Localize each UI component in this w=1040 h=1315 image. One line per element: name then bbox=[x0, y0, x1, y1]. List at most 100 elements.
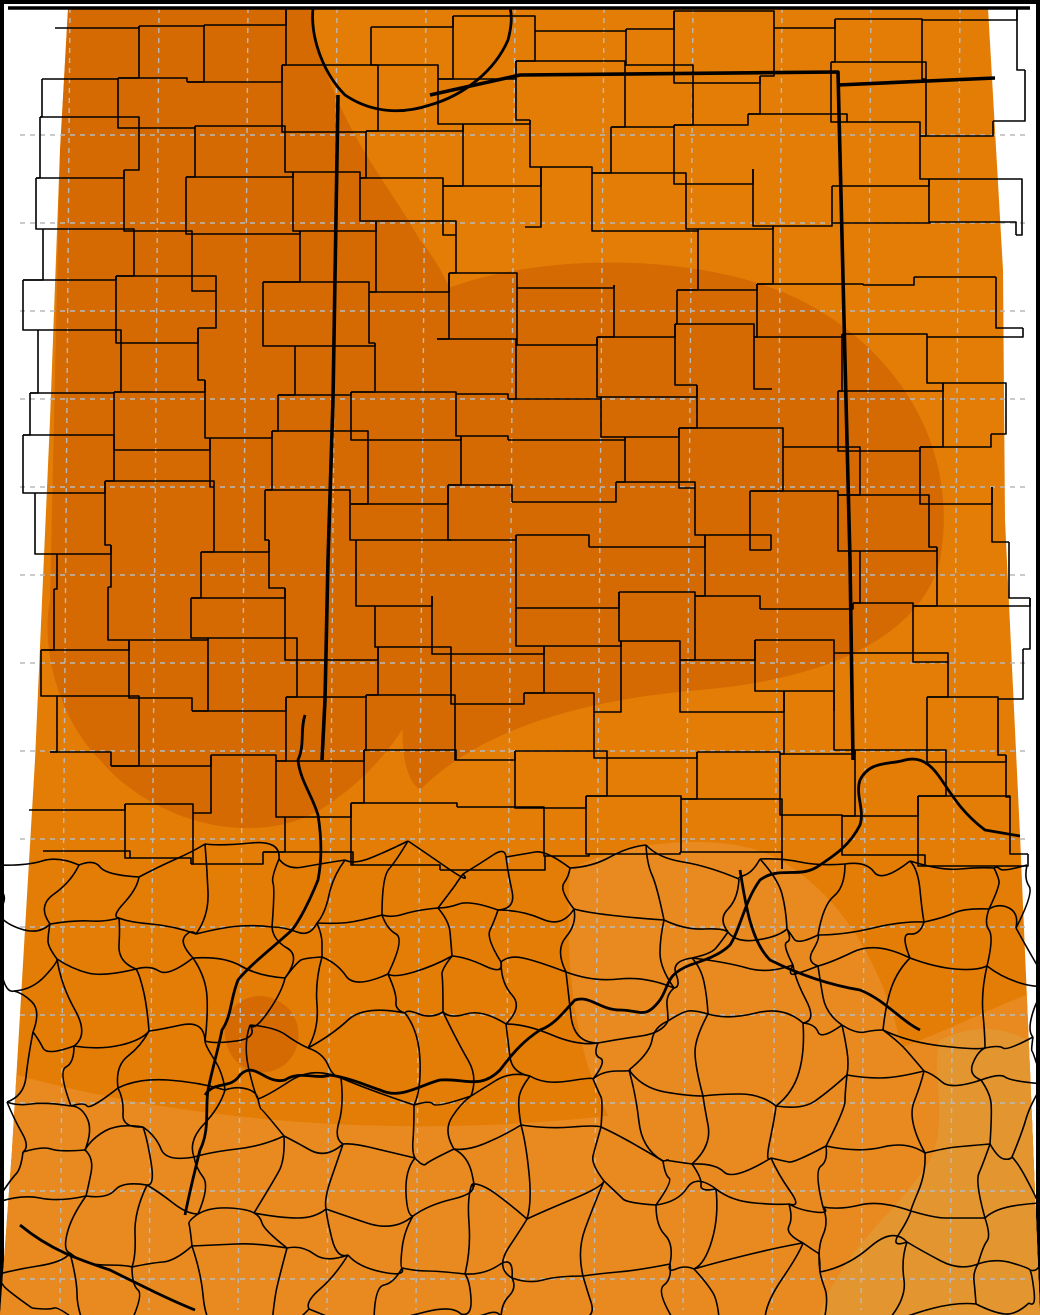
county-boundary bbox=[596, 337, 601, 398]
county-boundary bbox=[281, 65, 285, 133]
county-boundary bbox=[464, 1261, 514, 1279]
county-boundary bbox=[193, 1135, 285, 1158]
county-boundary bbox=[188, 1213, 199, 1247]
county-boundary bbox=[695, 535, 706, 597]
county-boundary bbox=[822, 1202, 912, 1212]
state-line-north bbox=[429, 70, 855, 761]
county-boundary bbox=[470, 1073, 531, 1097]
county-boundary bbox=[263, 851, 354, 865]
county-boundary bbox=[851, 854, 926, 866]
county-boundary bbox=[645, 844, 665, 921]
county-boundary bbox=[759, 858, 846, 866]
county-boundary bbox=[282, 9, 287, 66]
longitude-gridline bbox=[415, 7, 427, 1311]
county-boundary bbox=[263, 231, 301, 283]
county-boundary bbox=[662, 1159, 693, 1165]
county-boundary bbox=[284, 956, 323, 979]
county-boundary bbox=[910, 1152, 926, 1212]
county-boundary bbox=[838, 451, 861, 496]
county-boundary bbox=[693, 1188, 718, 1270]
county-boundary bbox=[62, 1045, 75, 1107]
county-boundary bbox=[691, 1095, 710, 1165]
county-boundary bbox=[680, 799, 682, 853]
county-boundary bbox=[128, 640, 139, 699]
county-boundary bbox=[515, 61, 530, 121]
county-boundary bbox=[148, 1023, 206, 1042]
county-boundary bbox=[809, 934, 820, 967]
county-boundary bbox=[882, 1029, 925, 1072]
county-boundary bbox=[195, 924, 273, 935]
county-boundary bbox=[917, 796, 925, 867]
county-boundary bbox=[988, 904, 1018, 929]
county-boundary bbox=[447, 485, 451, 541]
county-boundary bbox=[909, 957, 988, 971]
county-boundary bbox=[292, 172, 300, 232]
county-boundary bbox=[912, 606, 948, 663]
county-boundary bbox=[674, 83, 694, 126]
county-boundary bbox=[681, 752, 698, 800]
county-boundary bbox=[910, 1210, 985, 1219]
county-boundary bbox=[30, 330, 39, 394]
county-boundary bbox=[673, 125, 686, 185]
county-boundary bbox=[69, 1252, 82, 1315]
county-boundary bbox=[520, 1124, 602, 1129]
county-boundary bbox=[54, 554, 58, 590]
county-boundary bbox=[117, 78, 139, 129]
county-boundary bbox=[209, 438, 214, 488]
county-boundary bbox=[23, 229, 44, 281]
county-boundary bbox=[40, 650, 57, 697]
county-boundary bbox=[497, 908, 575, 923]
county-boundary bbox=[500, 1277, 515, 1315]
county-boundary bbox=[863, 277, 915, 286]
county-boundary bbox=[770, 1157, 797, 1206]
county-boundary bbox=[792, 964, 812, 1024]
county-boundary bbox=[142, 1126, 195, 1160]
county-boundary bbox=[347, 1254, 404, 1275]
county-boundary bbox=[0, 914, 51, 932]
county-boundary bbox=[264, 490, 269, 541]
county-boundary bbox=[278, 346, 296, 396]
county-boundary bbox=[208, 637, 298, 660]
county-boundary bbox=[666, 987, 675, 1022]
county-boundary bbox=[355, 540, 375, 607]
county-boundary bbox=[655, 1204, 672, 1265]
county-boundary bbox=[431, 596, 451, 655]
county-boundary bbox=[585, 796, 589, 855]
county-boundary bbox=[204, 380, 210, 439]
county-boundary bbox=[505, 1023, 599, 1045]
county-boundary bbox=[825, 1074, 848, 1147]
county-boundary bbox=[450, 654, 455, 705]
zone-west-dark-fill bbox=[47, 8, 482, 829]
county-boundary bbox=[456, 393, 509, 399]
longitude-gridline bbox=[771, 7, 783, 1311]
county-boundary bbox=[488, 909, 502, 963]
county-boundary bbox=[603, 1180, 657, 1206]
longitude-gridline bbox=[326, 7, 338, 1311]
county-boundary bbox=[1023, 598, 1031, 650]
county-boundary bbox=[284, 132, 293, 173]
county-boundary bbox=[541, 166, 593, 173]
county-boundary bbox=[681, 798, 783, 815]
county-boundary bbox=[715, 1188, 790, 1206]
county-boundary bbox=[455, 693, 525, 705]
county-boundary bbox=[13, 990, 38, 1033]
county-boundary bbox=[114, 343, 122, 393]
county-boundary bbox=[115, 276, 121, 344]
county-boundary bbox=[775, 1074, 848, 1108]
county-boundary bbox=[350, 803, 353, 866]
county-boundary bbox=[449, 272, 518, 288]
county-boundary bbox=[204, 841, 280, 860]
county-boundary bbox=[36, 117, 41, 179]
county-boundary bbox=[984, 1036, 1034, 1050]
county-boundary bbox=[351, 343, 376, 393]
county-boundary bbox=[737, 858, 761, 880]
county-boundary bbox=[31, 1307, 70, 1315]
county-boundary bbox=[286, 660, 298, 698]
county-boundary bbox=[198, 291, 217, 329]
county-boundary bbox=[283, 1135, 344, 1155]
county-boundary bbox=[748, 113, 848, 122]
county-boundary bbox=[838, 494, 930, 504]
county-boundary bbox=[40, 79, 43, 118]
county-boundary bbox=[193, 755, 212, 814]
county-boundary bbox=[582, 1263, 671, 1277]
